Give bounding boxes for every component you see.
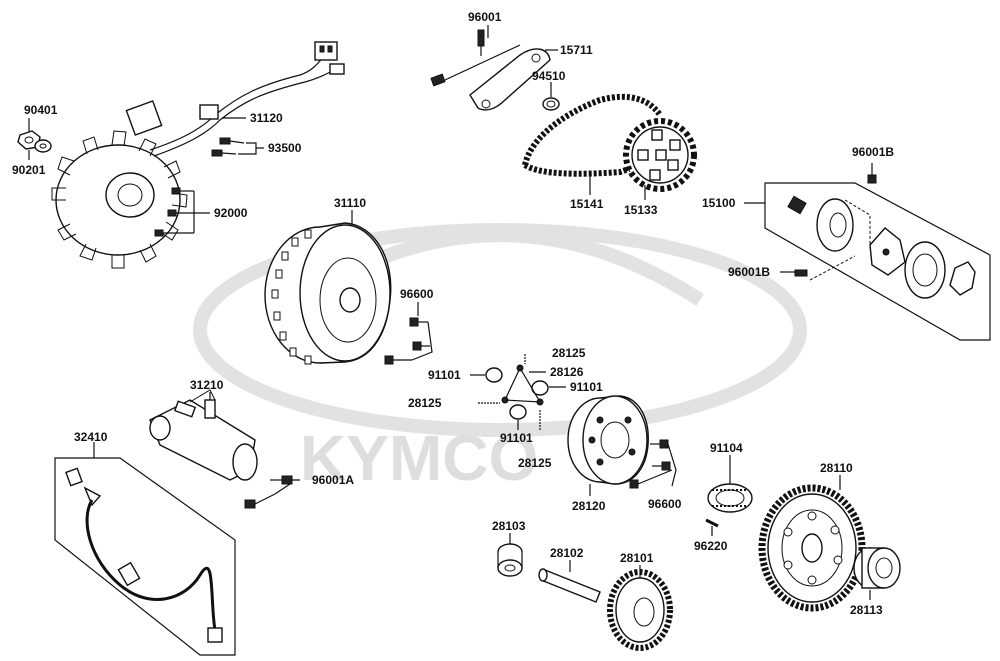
label-91104: 91104 [710, 441, 743, 455]
washer-90201 [34, 139, 52, 153]
label-96001: 96001 [468, 10, 502, 24]
label-28125-b: 28125 [408, 396, 442, 410]
idle-gear-28101 [607, 569, 673, 651]
label-96220: 96220 [694, 539, 728, 553]
label-15141: 15141 [570, 197, 604, 211]
bolts-96600-bottom [629, 439, 677, 489]
roller-assembly [478, 354, 549, 430]
label-91101-b: 91101 [570, 380, 603, 394]
label-96001B-top: 96001B [852, 145, 894, 159]
driven-gear-28110 [758, 484, 866, 612]
clip-94510 [542, 97, 560, 111]
pin-96220 [705, 518, 719, 528]
label-96600-bottom: 96600 [648, 497, 682, 511]
label-90201: 90201 [12, 163, 46, 177]
stator-assembly [51, 41, 345, 269]
chain-15141 [522, 93, 663, 177]
screws-92000 [154, 187, 210, 237]
bushing-28103 [497, 543, 523, 577]
label-91101-a: 91101 [428, 368, 461, 382]
label-28125-c: 28125 [518, 456, 552, 470]
label-93500: 93500 [268, 141, 302, 155]
label-28103: 28103 [492, 519, 526, 533]
label-15100: 15100 [702, 196, 736, 210]
label-96001B-bottom: 96001B [728, 265, 770, 279]
bolts-96600-top [384, 317, 433, 365]
label-15711: 15711 [560, 43, 593, 57]
label-32410: 32410 [74, 430, 108, 444]
label-28125-a: 28125 [552, 346, 586, 360]
bearing-28113 [853, 547, 901, 589]
label-31110: 31110 [334, 196, 366, 210]
label-31210: 31210 [190, 378, 224, 392]
label-28126: 28126 [550, 365, 584, 379]
label-15133: 15133 [624, 203, 658, 217]
starter-cable-32410 [54, 457, 236, 656]
chain-guide-15711 [430, 29, 551, 111]
starter-gear-28120 [567, 395, 649, 485]
sprocket-15133 [623, 118, 697, 192]
label-28113: 28113 [850, 603, 883, 617]
label-90401: 90401 [24, 103, 58, 117]
kymco-watermark: KYMCO [193, 223, 807, 494]
label-96600-top: 96600 [400, 287, 434, 301]
label-91101-c: 91101 [500, 431, 533, 445]
label-28110: 28110 [820, 461, 853, 475]
watermark-text: KYMCO [300, 422, 538, 494]
label-28101: 28101 [620, 551, 654, 565]
label-28102: 28102 [550, 546, 584, 560]
label-31120: 31120 [250, 111, 283, 125]
callouts: 96001 15711 94510 90401 90201 31120 9350… [12, 10, 894, 617]
shaft-28102 [538, 568, 601, 603]
label-94510: 94510 [532, 69, 566, 83]
label-28120: 28120 [572, 499, 606, 513]
needle-bearing-91104 [707, 483, 753, 513]
label-92000: 92000 [214, 206, 248, 220]
starter-motor-31210 [149, 389, 300, 509]
flywheel-31110 [264, 222, 392, 365]
starter-clutch-box-15100 [764, 182, 991, 341]
label-96001A: 96001A [312, 473, 354, 487]
bolts-93500 [211, 137, 264, 157]
